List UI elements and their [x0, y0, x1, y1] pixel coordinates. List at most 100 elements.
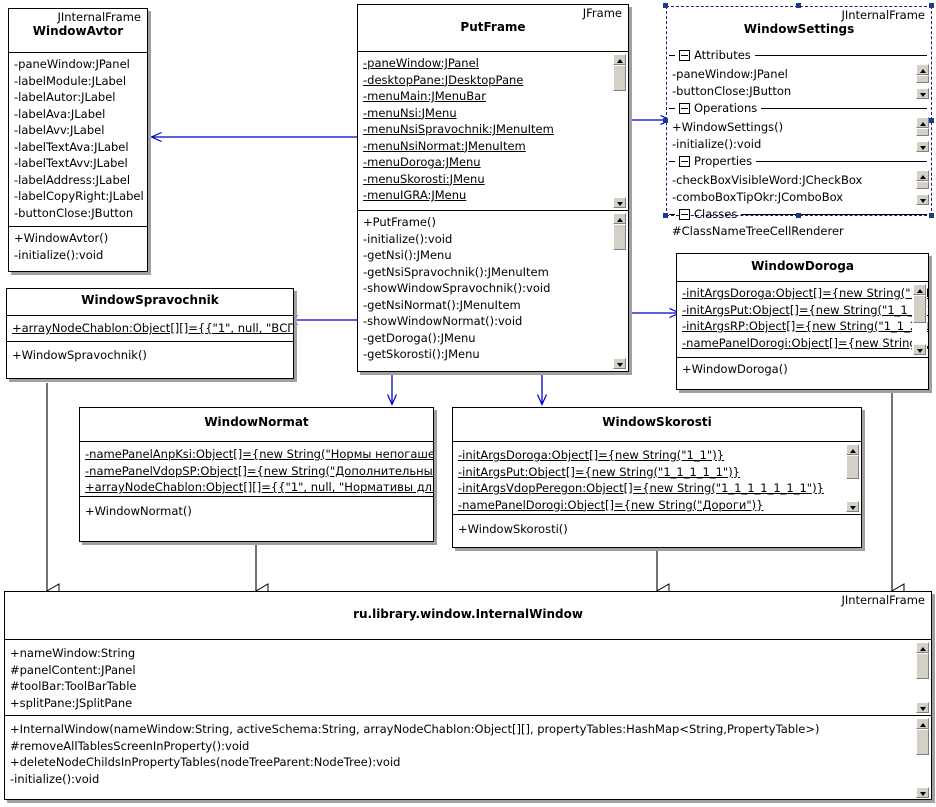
attribute-row: +arrayNodeChablon:Object[][]={{"1", null… [12, 321, 293, 335]
attribute-row: -menuNsiNormat:JMenuItem [363, 138, 526, 153]
scrollbar-thumb[interactable] [916, 729, 929, 755]
group-rule [761, 107, 927, 109]
group-header-attributes[interactable]: Attributes [667, 47, 931, 63]
class-box-window-doroga[interactable]: WindowDoroga -initArgsDoroga:Object[]={n… [676, 253, 929, 390]
group-header-operations[interactable]: Operations [667, 100, 931, 116]
collapse-toggle-icon[interactable] [679, 155, 690, 167]
properties-scrollbar[interactable] [915, 169, 930, 206]
group-header-properties[interactable]: Properties [667, 153, 931, 169]
scrollbar-thumb[interactable] [613, 224, 626, 250]
operations-compartment: +InternalWindow(nameWindow:String, activ… [5, 716, 931, 800]
class-box-window-settings[interactable]: JInternalFrame WindowSettings Attributes… [666, 6, 932, 238]
scroll-up-icon[interactable] [613, 213, 626, 224]
scroll-up-icon[interactable] [916, 117, 929, 128]
class-box-internal-window[interactable]: JInternalFrame ru.library.window.Interna… [4, 591, 932, 800]
attribute-row: -namePanelAnpKsi:Object[]={new String("Н… [85, 447, 433, 461]
scroll-up-icon[interactable] [613, 54, 626, 65]
class-header: JFrame PutFrame [358, 5, 628, 52]
scroll-down-icon[interactable] [916, 88, 929, 99]
scrollbar-thumb[interactable] [846, 455, 859, 479]
operation-row: -getNsiSpravochnik():JMenuItem [363, 264, 549, 279]
attribute-row: -labelModule:JLabel [14, 73, 127, 88]
nested-class-row: #ClassNameTreeCellRenderer [672, 224, 844, 238]
attributes-compartment: -paneWindow:JPanel -labelModule:JLabel -… [9, 53, 147, 227]
scroll-down-icon[interactable] [916, 141, 929, 152]
scroll-down-icon[interactable] [916, 702, 929, 713]
scroll-down-icon[interactable] [916, 787, 929, 798]
scroll-down-icon[interactable] [846, 501, 859, 512]
operation-row: -initialize():void [10, 771, 100, 786]
attribute-row: #panelContent:JPanel [10, 662, 136, 677]
class-name: WindowSkorosti [602, 415, 712, 429]
scrollbar-track[interactable] [916, 181, 929, 194]
scrollbar-thumb[interactable] [916, 75, 929, 83]
attributes-scrollbar[interactable] [845, 443, 860, 513]
group-rule [741, 213, 927, 215]
scrollbar-thumb[interactable] [916, 181, 929, 189]
operations-scrollbar[interactable] [612, 212, 627, 370]
class-header: WindowDoroga [677, 254, 928, 282]
scrollbar-thumb[interactable] [913, 295, 926, 323]
selection-handle-nw[interactable] [663, 3, 668, 8]
attributes-scrollbar[interactable] [912, 283, 927, 356]
collapse-toggle-icon[interactable] [679, 208, 690, 220]
scroll-up-icon[interactable] [916, 64, 929, 75]
scrollbar-track[interactable] [916, 75, 929, 88]
scrollbar-track[interactable] [613, 65, 626, 197]
class-box-window-avtor[interactable]: JInternalFrame WindowAvtor -paneWindow:J… [8, 8, 148, 272]
attribute-row: #toolBar:ToolBarTable [10, 679, 137, 693]
class-box-window-spravochnik[interactable]: WindowSpravochnik +arrayNodeChablon:Obje… [6, 288, 294, 379]
selection-handle-e[interactable] [929, 118, 934, 123]
attributes-scrollbar[interactable] [612, 53, 627, 209]
scroll-up-icon[interactable] [913, 284, 926, 295]
scrollbar-track[interactable] [913, 295, 926, 344]
selection-handle-ne[interactable] [929, 3, 934, 8]
selection-handle-sw[interactable] [663, 213, 668, 218]
attribute-row: -paneWindow:JPanel [672, 67, 788, 81]
selection-handle-se[interactable] [929, 213, 934, 218]
scrollbar-track[interactable] [916, 653, 929, 702]
scroll-down-icon[interactable] [913, 344, 926, 355]
scrollbar-thumb[interactable] [613, 65, 626, 91]
class-box-window-skorosti[interactable]: WindowSkorosti -initArgsDoroga:Object[]=… [452, 407, 862, 548]
scrollbar-thumb[interactable] [916, 653, 929, 679]
operations-compartment: +WindowDoroga() [677, 358, 928, 389]
selection-handle-n[interactable] [796, 3, 801, 8]
attribute-row: -menuIGRA:JMenu [363, 188, 467, 202]
scroll-up-icon[interactable] [916, 170, 929, 181]
scroll-up-icon[interactable] [916, 642, 929, 653]
attributes-scrollbar[interactable] [915, 641, 930, 714]
scrollbar-track[interactable] [846, 455, 859, 501]
group-rule [756, 160, 927, 162]
attribute-row: -menuNsiSpravochnik:JMenuItem [363, 122, 554, 136]
group-header-classes[interactable]: Classes [667, 206, 931, 222]
scrollbar-track[interactable] [916, 128, 929, 141]
selection-handle-s[interactable] [796, 213, 801, 218]
class-name: WindowAvtor [32, 24, 124, 38]
attributes-compartment: -namePanelAnpKsi:Object[]={new String("Н… [80, 442, 433, 497]
selection-handle-w[interactable] [663, 118, 668, 123]
collapse-toggle-icon[interactable] [679, 102, 690, 114]
collapse-toggle-icon[interactable] [679, 49, 690, 61]
scroll-down-icon[interactable] [613, 197, 626, 208]
scroll-up-icon[interactable] [846, 444, 859, 455]
operations-scrollbar[interactable] [915, 116, 930, 153]
operation-row: +WindowSettings() [672, 120, 784, 134]
class-stereotype: JInternalFrame [841, 593, 925, 607]
class-box-put-frame[interactable]: JFrame PutFrame -paneWindow:JPanel -desk… [357, 4, 629, 372]
scroll-down-icon[interactable] [613, 358, 626, 369]
attributes-scrollbar[interactable] [915, 63, 930, 100]
scrollbar-track[interactable] [613, 224, 626, 358]
attribute-row: -labelCopyRight:JLabel [14, 189, 144, 203]
attribute-row: +arrayNodeChablon:Object[][]={{"1", null… [85, 480, 433, 494]
scrollbar-track[interactable] [916, 729, 929, 787]
scroll-up-icon[interactable] [916, 718, 929, 729]
scrollbar-thumb[interactable] [916, 128, 929, 136]
operation-row: -showWindowSpravochnik():void [363, 281, 551, 295]
class-box-window-normat[interactable]: WindowNormat -namePanelAnpKsi:Object[]={… [79, 407, 434, 542]
scroll-down-icon[interactable] [916, 194, 929, 205]
class-stereotype: JFrame [582, 6, 622, 20]
operations-scrollbar[interactable] [915, 717, 930, 799]
operations-compartment: +PutFrame() -initialize():void -getNsi()… [358, 211, 628, 371]
